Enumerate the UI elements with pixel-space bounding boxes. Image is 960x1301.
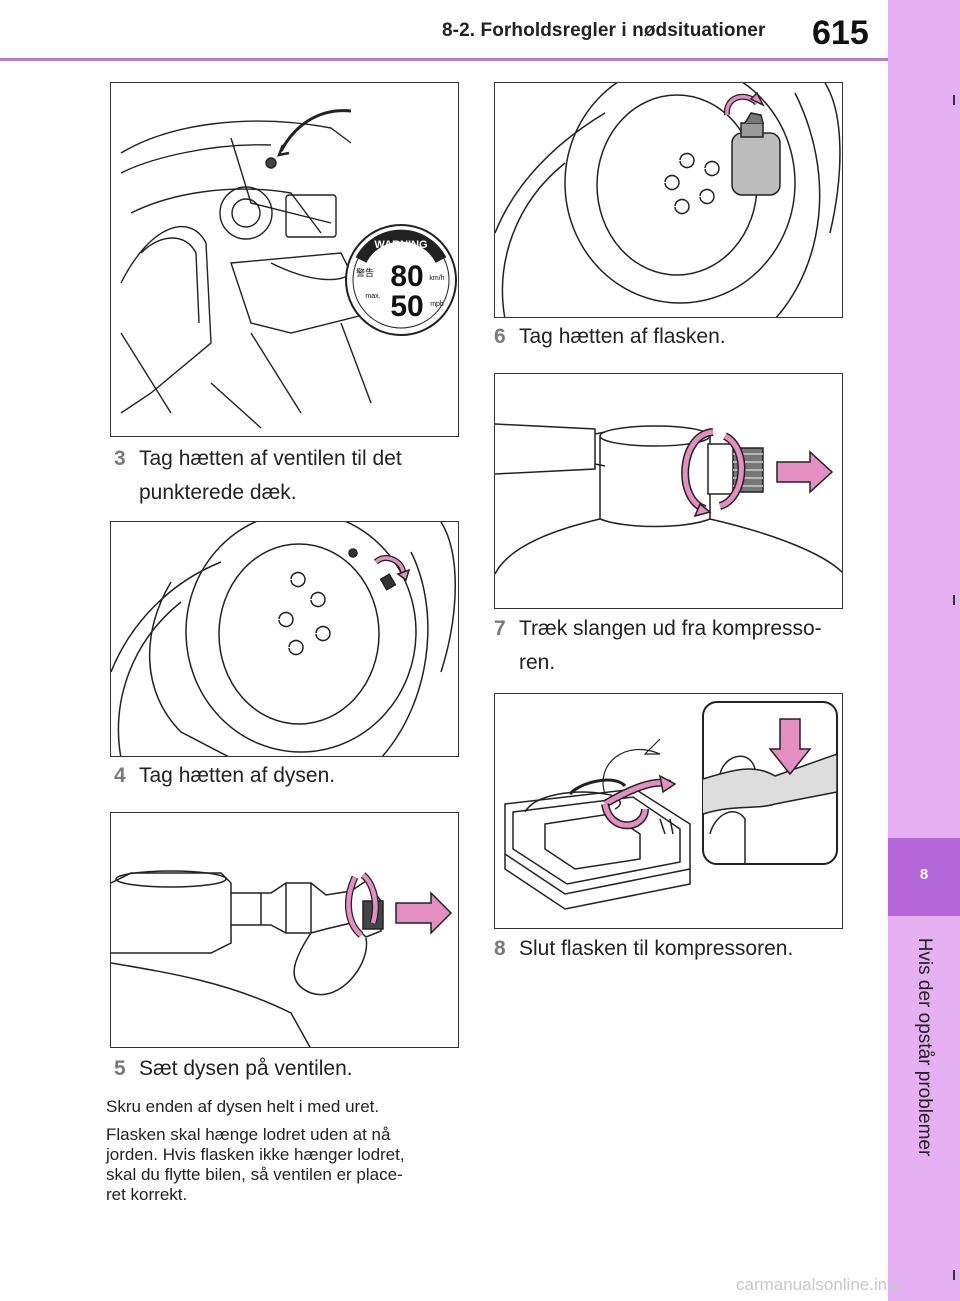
step-5: 5 Sæt dysen på ventilen. xyxy=(114,1052,454,1086)
step-number: 7 xyxy=(494,617,506,640)
unit-mph: mph xyxy=(430,301,444,308)
note-screw-nozzle: Skru enden af dysen helt i med uret. xyxy=(106,1097,466,1117)
chapter-title: Hvis der opstår problemer xyxy=(914,937,935,1157)
speed-kmh: 80 xyxy=(390,260,423,293)
note-line: jorden. Hvis flasken ikke hænger lodret, xyxy=(106,1145,405,1164)
note-line: ret korrekt. xyxy=(106,1185,188,1204)
figure-interior-warning-label: WARNING 80 50 km/h mph max. 警告 xyxy=(110,82,459,437)
step-3: 3 Tag hætten af ventilen til det punkter… xyxy=(114,442,454,510)
step-6: 6 Tag hætten af flasken. xyxy=(494,320,834,354)
warning-kanji: 警告 xyxy=(356,267,374,279)
page-number: 615 xyxy=(812,14,869,52)
step-text-line: ren. xyxy=(519,651,556,674)
note-line: Skru enden af dysen helt i med uret. xyxy=(106,1097,380,1116)
step-text-line: punkterede dæk. xyxy=(139,481,297,504)
note-bottle-position: Flasken skal hænge lodret uden at nå jor… xyxy=(106,1125,466,1205)
step-number: 5 xyxy=(114,1057,126,1080)
step-number: 6 xyxy=(494,325,506,348)
step-text-line: Træk slangen ud fra kompresso- xyxy=(519,617,822,640)
unit-kmh: km/h xyxy=(429,275,444,282)
step-text-line: Tag hætten af dysen. xyxy=(139,764,336,787)
step-number: 3 xyxy=(114,447,126,470)
step-8: 8 Slut flasken til kompressoren. xyxy=(494,932,834,966)
figure-compressor-hose xyxy=(494,693,843,929)
figure-nozzle-connect xyxy=(110,812,459,1048)
step-text-line: Sæt dysen på ventilen. xyxy=(139,1057,353,1080)
step-7: 7 Træk slangen ud fra kompresso- ren. xyxy=(494,612,834,680)
tick-mark xyxy=(953,95,955,105)
step-4: 4 Tag hætten af dysen. xyxy=(114,759,454,793)
warning-title: WARNING xyxy=(374,239,427,251)
tick-mark xyxy=(953,595,955,605)
step-text-line: Tag hætten af ventilen til det xyxy=(139,447,402,470)
header-rule xyxy=(0,58,888,61)
figure-bottle-cap xyxy=(494,373,843,609)
chapter-tab[interactable]: 8 xyxy=(888,838,960,916)
max-text: max. xyxy=(365,293,380,300)
step-text-line: Tag hætten af flasken. xyxy=(519,325,726,348)
side-tab xyxy=(888,0,960,1301)
figure-bottle-on-tire xyxy=(494,82,843,318)
tick-mark xyxy=(953,1270,955,1280)
note-line: skal du flytte bilen, så ventilen er pla… xyxy=(106,1165,403,1184)
watermark: carmanualsonline.info xyxy=(736,1275,902,1294)
figure-tire-valve xyxy=(110,521,459,757)
speed-mph: 50 xyxy=(390,290,423,323)
step-text-line: Slut flasken til kompressoren. xyxy=(519,937,794,960)
step-number: 8 xyxy=(494,937,506,960)
chapter-number: 8 xyxy=(919,866,929,883)
note-line: Flasken skal hænge lodret uden at nå xyxy=(106,1125,391,1144)
section-title: 8-2. Forholdsregler i nødsituationer xyxy=(442,20,766,41)
step-number: 4 xyxy=(114,764,126,787)
